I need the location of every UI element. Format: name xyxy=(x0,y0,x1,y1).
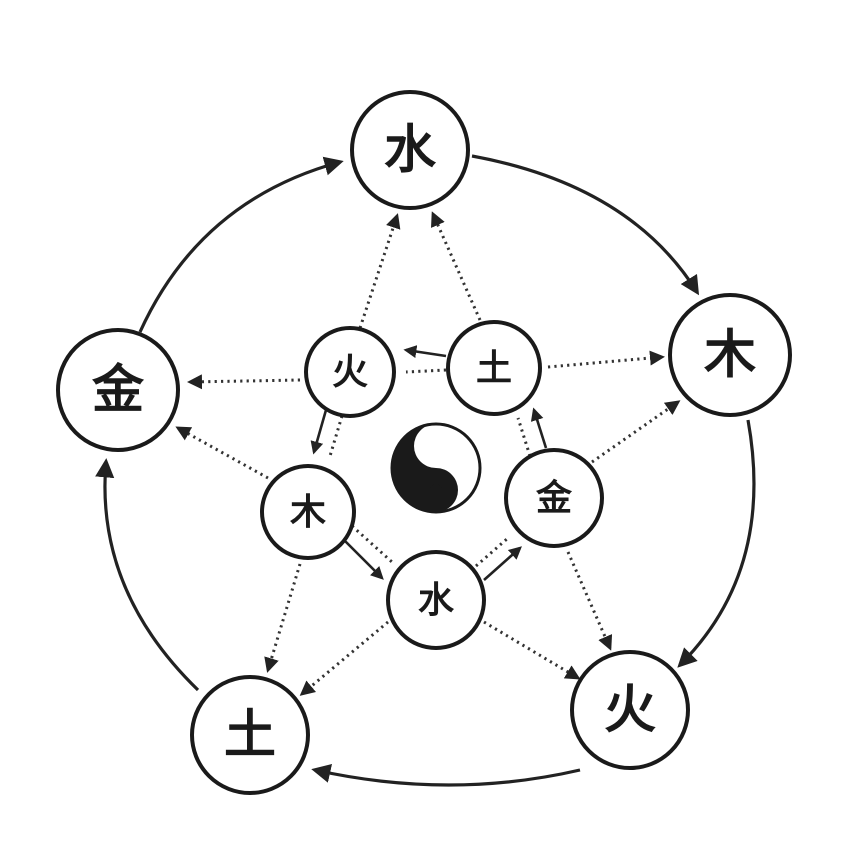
inner-arrow-metal-to-earth-dotted xyxy=(516,417,532,457)
inner-cycle-arrows xyxy=(310,345,548,581)
inner-arrow-fire-to-wood xyxy=(310,409,328,455)
outer-nodes: 水 木 火 土 金 xyxy=(56,90,792,795)
dotted-arrow-inner-metal-to-outer-fire xyxy=(566,551,613,651)
outer-node-earth: 土 xyxy=(190,675,310,795)
inner-node-water: 水 xyxy=(386,550,486,650)
inner-arrow-fire-to-wood-dotted xyxy=(328,415,344,457)
inner-node-earth-label: 土 xyxy=(476,347,512,389)
outer-node-earth-label: 土 xyxy=(224,705,276,766)
dotted-arrow-inner-water-to-outer-fire xyxy=(483,620,581,680)
dotted-arrow-inner-metal-to-outer-wood xyxy=(591,400,681,464)
inner-node-metal-label: 金 xyxy=(535,477,573,519)
inner-arrow-wood-to-water xyxy=(343,539,384,580)
outer-cycle-arrows xyxy=(95,154,756,787)
inner-node-water-label: 水 xyxy=(418,579,455,621)
inner-node-wood: 木 xyxy=(260,464,356,560)
outer-node-water: 水 xyxy=(350,90,470,210)
arrow-wood-to-fire xyxy=(677,419,756,668)
dotted-arrow-inner-water-to-outer-earth xyxy=(299,620,389,696)
dotted-arrow-inner-fire-to-outer-metal xyxy=(187,374,301,390)
outer-node-metal-label: 金 xyxy=(91,360,145,421)
inner-node-wood-label: 木 xyxy=(290,491,326,533)
dotted-arrow-inner-fire-to-outer-water xyxy=(358,213,401,329)
outer-node-fire-label: 火 xyxy=(604,680,656,741)
dotted-arrows xyxy=(175,211,681,696)
inner-node-fire-label: 火 xyxy=(332,351,368,393)
inner-nodes: 火 土 木 金 水 xyxy=(260,320,604,650)
outer-node-fire: 火 xyxy=(570,650,690,770)
arrow-fire-to-earth xyxy=(311,763,581,787)
inner-arrow-earth-to-fire-dotted xyxy=(405,368,447,374)
inner-arrow-metal-to-earth xyxy=(530,407,548,449)
outer-node-wood: 木 xyxy=(668,293,792,417)
arrow-water-to-wood xyxy=(471,154,700,296)
inner-node-fire: 火 xyxy=(304,326,396,418)
arrow-metal-to-water xyxy=(138,156,344,333)
outer-node-metal: 金 xyxy=(56,328,180,452)
yin-yang-icon xyxy=(390,422,482,514)
inner-arrow-water-to-metal-dotted xyxy=(475,536,509,568)
inner-arrow-earth-to-fire xyxy=(403,345,447,358)
dotted-arrow-inner-wood-to-outer-earth xyxy=(264,563,302,673)
dotted-arrow-inner-earth-to-outer-wood xyxy=(547,350,665,369)
arrow-earth-to-metal xyxy=(95,458,200,692)
inner-node-metal: 金 xyxy=(504,448,604,548)
inner-arrow-water-to-metal xyxy=(483,546,522,581)
inner-arrow-wood-to-water-dotted xyxy=(350,524,394,564)
dotted-arrow-inner-wood-to-outer-metal xyxy=(175,426,269,480)
dotted-arrow-inner-earth-to-outer-water xyxy=(431,211,482,321)
outer-node-wood-label: 木 xyxy=(704,325,756,386)
inner-node-earth: 土 xyxy=(446,320,542,416)
outer-node-water-label: 水 xyxy=(384,120,437,181)
